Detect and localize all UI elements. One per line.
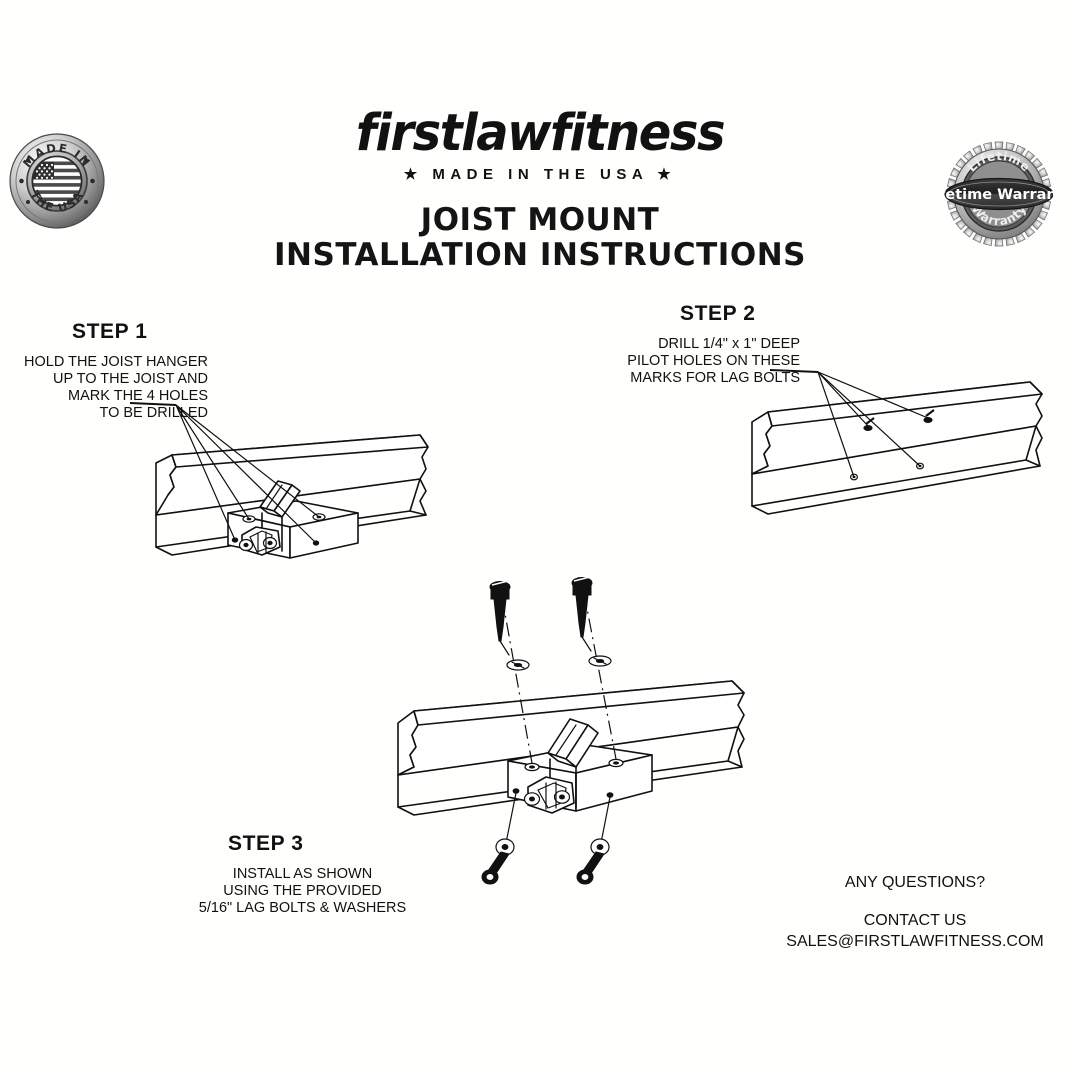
lag-bolt-assembly-bottom-left	[481, 792, 517, 885]
bolt-hole	[606, 792, 614, 798]
step-3-line-2: USING THE PROVIDED	[223, 883, 382, 900]
warranty-band-text: Lifetime Warranty	[925, 187, 1074, 203]
step-2-diagram	[690, 360, 1070, 540]
step-3-heading: STEP 3	[228, 832, 304, 855]
step-3-diagram	[380, 555, 760, 905]
joist-hanger-bracket	[227, 480, 359, 559]
lag-bolt-assembly-top-left	[489, 580, 533, 764]
lag-bolt	[571, 576, 593, 652]
lag-bolt-assembly-bottom-right	[576, 796, 611, 885]
callout-leader-lines	[129, 401, 320, 544]
step-3-line-1: INSTALL AS SHOWN	[232, 866, 373, 882]
step-1-line-3: MARK THE 4 HOLES	[68, 388, 208, 405]
lag-bolt	[576, 851, 605, 885]
page-title: JOIST MOUNT INSTALLATION INSTRUCTIONS	[0, 204, 1080, 271]
step-1-line-2: UP TO THE JOIST AND	[53, 371, 208, 388]
step-2-heading: STEP 2	[680, 302, 756, 325]
bolt-hole	[608, 758, 624, 768]
step-2-line-1: DRILL 1/4" x 1" DEEP	[658, 336, 800, 352]
brand-logo: firstlawfitness ★ MADE IN THE USA ★	[0, 108, 1080, 183]
joist-hanger-bracket	[507, 718, 653, 814]
drill-mark	[863, 417, 875, 431]
lag-bolt	[481, 851, 510, 885]
drill-mark	[923, 409, 935, 423]
lag-bolt	[489, 580, 511, 656]
step-2-line-2: PILOT HOLES ON THESE	[627, 353, 800, 370]
step-2-body: DRILL 1/4" x 1" DEEP PILOT HOLES ON THES…	[585, 336, 800, 387]
contact-question: ANY QUESTIONS?	[844, 874, 986, 891]
callout-leader-lines	[769, 368, 929, 478]
joist-beam	[155, 434, 429, 556]
lifetime-warranty-seal: Lifetime Warranty Lifetime Warranty	[925, 138, 1074, 250]
contact-line-1: CONTACT US	[863, 911, 967, 929]
step-1-line-1: HOLD THE JOIST HANGER	[24, 354, 208, 370]
step-1-heading: STEP 1	[72, 320, 148, 343]
lag-bolt-assembly-top-right	[571, 576, 617, 760]
contact-line-2: SALES@FIRSTLAWFITNESS.COM	[786, 933, 1044, 951]
washer	[506, 659, 530, 671]
logo-wordmark: firstlawfitness	[355, 104, 726, 163]
title-line-primary: JOIST MOUNT	[420, 202, 660, 238]
step-3-body: INSTALL AS SHOWN USING THE PROVIDED 5/16…	[160, 866, 445, 917]
title-line-secondary: INSTALLATION INSTRUCTIONS	[274, 236, 806, 273]
step-2-line-3: MARKS FOR LAG BOLTS	[630, 370, 800, 387]
made-in-usa-seal: MADE IN THE USA	[8, 132, 106, 230]
step-1-diagram	[110, 395, 450, 605]
contact-block: ANY QUESTIONS? CONTACT US SALES@FIRSTLAW…	[760, 872, 1070, 953]
step-3-line-3: 5/16" LAG BOLTS & WASHERS	[198, 900, 407, 917]
logo-tagline: ★ MADE IN THE USA ★	[403, 166, 677, 183]
joist-beam	[751, 381, 1043, 515]
bolt-hole	[524, 762, 540, 772]
bolt-hole	[512, 788, 520, 794]
washer	[588, 655, 612, 667]
